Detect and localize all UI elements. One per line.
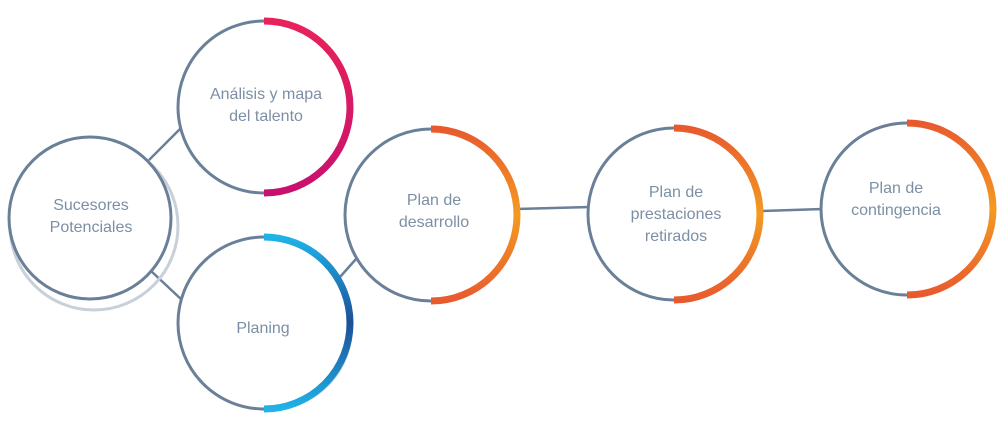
node-sucesores-label-line-2: Potenciales: [49, 219, 133, 236]
node-analisis-label-line-2: del talento: [229, 108, 303, 125]
node-sucesores: [7, 135, 180, 312]
node-contingencia-label: Plan de contingencia: [851, 178, 941, 222]
node-contingencia-label-line-1: Plan de: [868, 180, 924, 197]
node-prestaciones-accent-arc: [673, 124, 764, 304]
node-contingencia-label-line-2: contingencia: [851, 202, 941, 219]
node-prestaciones-label: Plan de prestaciones retirados: [631, 182, 722, 248]
node-analisis: [176, 17, 354, 197]
connector-sucesores-planing: [149, 269, 184, 302]
node-prestaciones-label-line-3: retirados: [644, 228, 708, 245]
node-analisis-accent-arc: [263, 17, 354, 197]
node-prestaciones-label-line-1: Plan de: [648, 184, 704, 201]
node-planing-label: Planing: [236, 318, 289, 340]
node-contingencia: [819, 119, 997, 299]
node-analisis-label-line-1: Análisis y mapa: [209, 86, 323, 103]
node-sucesores-label: Sucesores Potenciales: [50, 195, 133, 239]
node-sucesores-label-line-1: Sucesores: [53, 197, 129, 214]
node-desarrollo-accent-arc: [430, 125, 521, 305]
node-contingencia-accent-arc: [906, 119, 997, 299]
node-planing: [176, 233, 354, 413]
node-planing-accent-arc: [263, 233, 354, 413]
node-prestaciones-label-line-2: prestaciones: [630, 206, 722, 223]
connector-desarrollo-prestaciones: [516, 205, 591, 211]
connector-planing-desarrollo: [339, 258, 357, 278]
node-sucesores-ring: [7, 135, 173, 301]
connector-prestaciones-contingencia: [760, 207, 824, 213]
node-prestaciones: [586, 124, 764, 304]
node-desarrollo-label-line-2: desarrollo: [398, 214, 470, 231]
node-analisis-label: Análisis y mapa del talento: [210, 84, 322, 128]
node-desarrollo: [343, 125, 521, 305]
node-planing-label-line-1: Planing: [236, 320, 290, 337]
node-desarrollo-label: Plan de desarrollo: [399, 190, 469, 234]
node-desarrollo-label-line-1: Plan de: [406, 192, 462, 209]
connector-sucesores-analisis: [148, 125, 184, 161]
